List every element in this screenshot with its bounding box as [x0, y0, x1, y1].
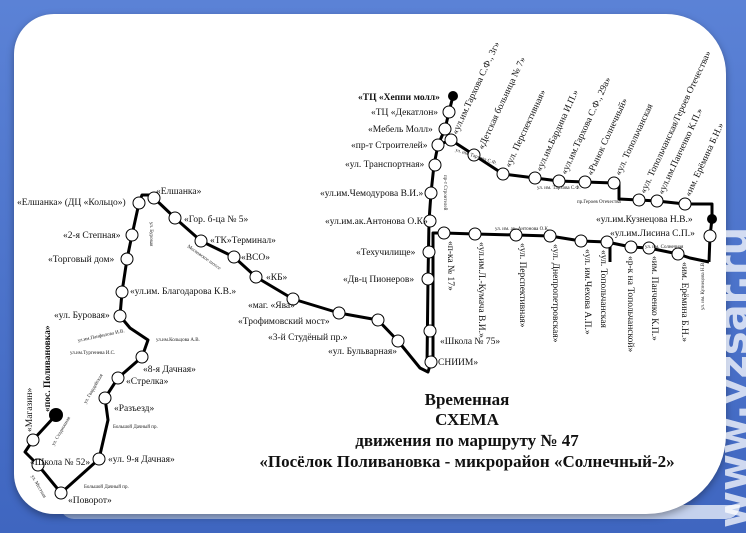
schema-title: Временная СХЕМА движения по маршруту № 4… [259, 390, 674, 471]
stop-label: «ул. Бульварная» [328, 347, 397, 357]
title-line-1: Временная [425, 390, 510, 409]
street-label: ул. им. ак. Антонова О.К. [495, 227, 549, 232]
stop-label: «КБ» [266, 273, 288, 283]
stop-label: «ул.им.Л.-Кумача В.И.» [476, 242, 486, 338]
stop-label: «Техучилище» [356, 248, 416, 258]
stop-label: «2-я Степная» [63, 231, 121, 241]
street-label: пр-т Строителей [442, 175, 447, 211]
stop-label: «ул. Транспортная» [345, 160, 425, 170]
stop-label: «им. Ерёмина Б.Н.» [679, 262, 689, 342]
stop-label: «ул.им.Кузнецова Н.В.» [596, 215, 693, 225]
stop-label: «ТЦ «Декатлон» [371, 108, 438, 118]
stop-label: «п-ка № 17» [445, 241, 455, 291]
stop-label: «Школа № 75» [440, 337, 500, 347]
terminal-start-marker [49, 408, 63, 422]
lower-stop-labels: «п-ка № 17» «ул.им.Л.-Кумача В.И.» «ул. … [445, 241, 689, 352]
street-label: ул. им. Кузнецова Н.В. [701, 262, 706, 310]
stop-label: «р-к на Топольчанской» [625, 256, 636, 352]
title-line-4: «Посёлок Поливановка - микрорайон «Солне… [259, 452, 674, 471]
map-sheet [14, 14, 726, 514]
stop-label: «ул.им.ак.Антонова О.К» [325, 217, 428, 227]
kuznetsova-marker [707, 214, 717, 224]
street-label: пр.Героев Отечества [577, 200, 621, 205]
left-stop-labels: «Магазин» «Школа № 52» «Поворот» «ул. 9-… [17, 108, 500, 506]
street-label: ул. Местная [29, 475, 46, 500]
title-line-2: СХЕМА [435, 410, 499, 429]
stop-label: «Поворот» [68, 496, 112, 506]
street-label: ул.им.Панфилова И.В. [77, 329, 125, 344]
stop-label: «ТК»Терминал» [210, 236, 276, 246]
stop-label: «Разъезд» [114, 404, 154, 414]
terminal-end-label: «ТЦ «Хеппи молл» [358, 93, 440, 103]
stop-label: «ул. Перспективная» [517, 243, 527, 328]
stop-label: «Стрелка» [126, 377, 169, 387]
title-line-3: движения по маршруту № 47 [355, 431, 579, 450]
stop-label: «ул.им.Чемодурова В.И.» [320, 189, 424, 199]
stop-label: «ул. им.Чехова А.П.» [582, 249, 592, 335]
street-label: ул.им.Кольцова А.В. [156, 338, 200, 343]
stop-label: СНИИМ» [438, 358, 478, 368]
stop-label: «ВСО» [241, 253, 270, 263]
street-label: ул. им. Солнечная [645, 245, 684, 250]
stop-label: «им. Панченко К.П.» [649, 256, 659, 341]
stop-label: «Школа № 52» [30, 458, 90, 468]
street-label: ул. им. Тархова С.Ф. [537, 186, 581, 191]
stop-label: «Елшанка» [156, 187, 202, 197]
stop-label: «Магазин» [25, 388, 35, 432]
street-label: ул. Буровая [148, 222, 153, 247]
street-label: ул.им.Тургенева И.С. [70, 351, 115, 356]
terminal-start-label: «пос. Поливановка» [43, 325, 53, 412]
terminal-end-marker [448, 91, 458, 101]
stop-markers [26, 105, 717, 500]
stop-label: «8-я Дачная» [143, 365, 196, 375]
stop-label: «маг. «Ява» [248, 301, 295, 311]
stop-label: «Гор. б-ца № 5» [184, 214, 249, 225]
stop-label: «3-й Студёный пр.» [268, 332, 348, 343]
stop-label: «Торговый дом» [48, 254, 114, 265]
stop-label: «Елшанка» (ДЦ «Кольцо») [17, 197, 126, 208]
stop-label: «ул. 9-я Дачная» [108, 455, 175, 465]
stop-label: «Мебель Молл» [368, 124, 433, 135]
stop-label: «пр-т Строителей» [351, 140, 428, 151]
stop-label: «Дв-ц Пионеров» [343, 275, 414, 285]
street-label: Большой Дачный пр. [113, 425, 158, 430]
street-label: Большой Дачный пр. [84, 485, 129, 490]
watermark: www.vzsar.ru [711, 226, 746, 528]
stop-label: «ул. Топольчанская [598, 250, 608, 328]
stop-label: «ул. Днепропетровская» [550, 244, 560, 343]
stop-label: «Трофимовский мост» [238, 316, 330, 327]
stop-label: «ул.им.Лисина С.П.» [610, 229, 695, 239]
stop-label: «ул.им. Благодарова К.В.» [130, 287, 236, 297]
stop-label: «ул. Буровая» [54, 311, 110, 321]
stop-label: «ул.им.Тархова С.Ф., 29а» [560, 76, 614, 177]
